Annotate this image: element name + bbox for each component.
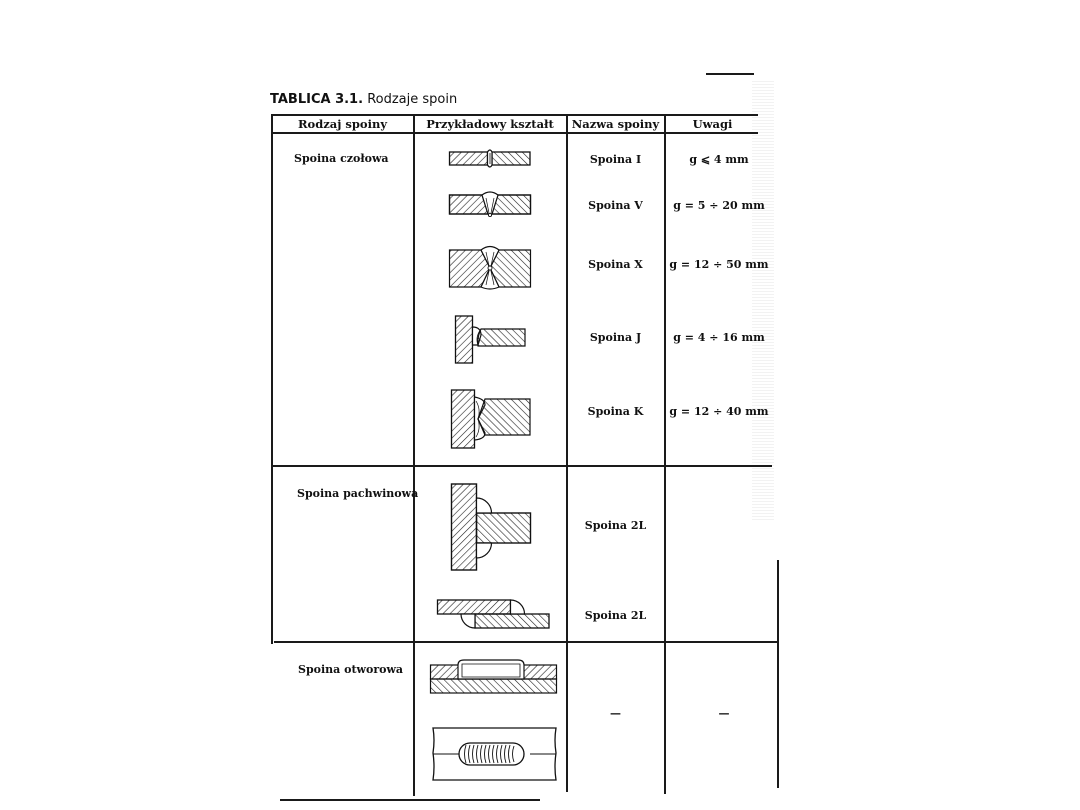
col-border-left xyxy=(271,114,273,644)
weld-note-otworowa: — xyxy=(718,707,730,720)
scan-artifact-line xyxy=(706,73,754,75)
fillet-weld-lap-icon xyxy=(436,599,550,629)
weld-name-otworowa: — xyxy=(610,707,621,720)
table-number: TABLICA 3.1. xyxy=(270,92,364,107)
weld-type-otworowa: Spoina otworowa xyxy=(298,663,404,676)
col-border-right xyxy=(777,560,779,788)
weld-name-K: Spoina K xyxy=(587,405,644,418)
table-caption: Rodzaje spoin xyxy=(367,92,458,107)
weld-name-2L-tee: Spoina 2L xyxy=(584,519,647,532)
fillet-weld-tee-icon xyxy=(450,483,532,571)
row-divider-1 xyxy=(272,465,772,467)
butt-weld-I-icon xyxy=(448,149,531,168)
header-rodzaj-spoiny: Rodzaj spoiny xyxy=(297,117,387,131)
weld-name-2L-lap: Spoina 2L xyxy=(584,609,647,622)
row-divider-2 xyxy=(274,641,778,643)
weld-note-X: g = 12 ÷ 50 mm xyxy=(669,258,769,271)
weld-note-V: g = 5 ÷ 20 mm xyxy=(673,199,765,212)
butt-weld-V-icon xyxy=(448,191,532,218)
col-border-3 xyxy=(664,114,666,794)
header-bottom-border xyxy=(272,132,758,134)
weld-name-I: Spoina I xyxy=(589,153,642,166)
col-border-1 xyxy=(413,114,415,796)
weld-note-I: g ⩽ 4 mm xyxy=(689,153,749,166)
weld-name-J: Spoina J xyxy=(589,331,642,344)
header-przykladowy-ksztalt: Przykładowy kształt xyxy=(426,117,554,131)
plug-weld-top-icon xyxy=(432,727,557,781)
butt-weld-X-icon xyxy=(448,245,532,290)
table-bottom-border xyxy=(280,799,540,801)
weld-name-V: Spoina V xyxy=(588,199,643,212)
weld-type-czolowa: Spoina czołowa xyxy=(294,152,389,165)
header-uwagi: Uwagi xyxy=(692,117,733,131)
weld-name-X: Spoina X xyxy=(588,258,643,271)
col-border-2 xyxy=(566,114,568,792)
butt-weld-K-icon xyxy=(450,389,531,449)
table-top-border xyxy=(272,114,758,116)
weld-note-K: g = 12 ÷ 40 mm xyxy=(669,405,769,418)
scan-noise xyxy=(752,80,774,520)
header-nazwa-spoiny: Nazwa spoiny xyxy=(571,117,660,131)
weld-type-pachwinowa: Spoina pachwinowa xyxy=(297,487,419,500)
weld-note-J: g = 4 ÷ 16 mm xyxy=(673,331,765,344)
table-title: TABLICA 3.1. Rodzaje spoin xyxy=(270,92,457,107)
butt-weld-J-icon xyxy=(454,315,526,364)
plug-weld-section-icon xyxy=(429,659,558,694)
